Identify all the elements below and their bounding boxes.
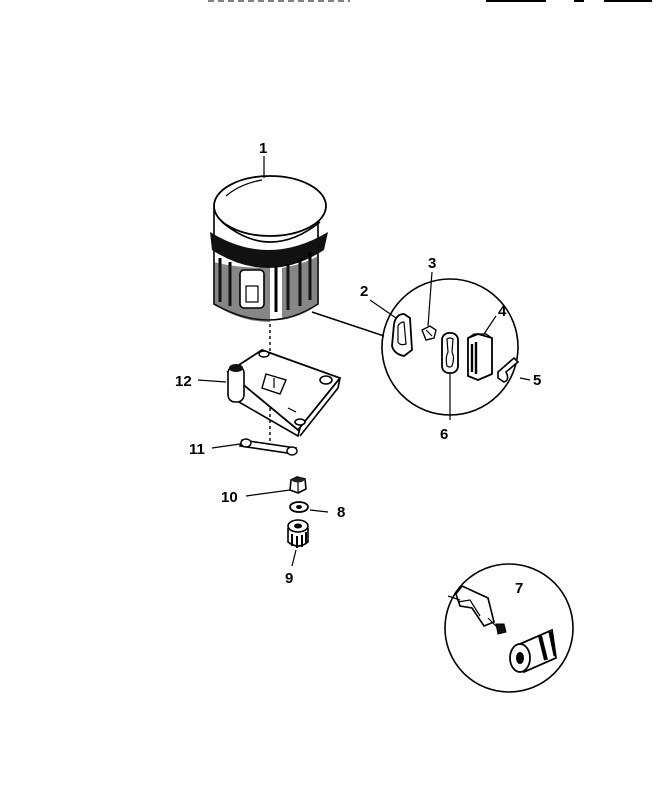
detail-circle-overload <box>311 271 531 420</box>
base-plate <box>226 349 342 438</box>
callout-3: 3 <box>428 255 436 272</box>
callout-8: 8 <box>337 504 345 521</box>
callout-7: 7 <box>515 580 523 597</box>
callout-10: 10 <box>221 489 238 506</box>
callout-9: 9 <box>285 570 293 587</box>
relay <box>467 333 493 381</box>
compressor <box>210 175 328 322</box>
detail-circle-capacitor <box>444 563 574 693</box>
screw <box>421 325 437 341</box>
callout-5: 5 <box>533 372 541 389</box>
grommet <box>287 519 309 548</box>
callout-12: 12 <box>175 373 192 390</box>
overload-clip <box>497 356 520 383</box>
nut <box>289 476 307 494</box>
callout-labels: 1 2 3 4 5 6 7 8 9 10 11 12 <box>175 140 541 597</box>
clip <box>238 438 298 456</box>
leader-lines <box>197 156 329 567</box>
relay-cover <box>391 313 413 357</box>
gasket <box>441 332 459 374</box>
washer <box>289 501 309 513</box>
callout-4: 4 <box>498 303 507 320</box>
callout-6: 6 <box>440 426 448 443</box>
callout-1: 1 <box>259 140 267 157</box>
callout-2: 2 <box>360 283 368 300</box>
callout-11: 11 <box>189 441 205 458</box>
